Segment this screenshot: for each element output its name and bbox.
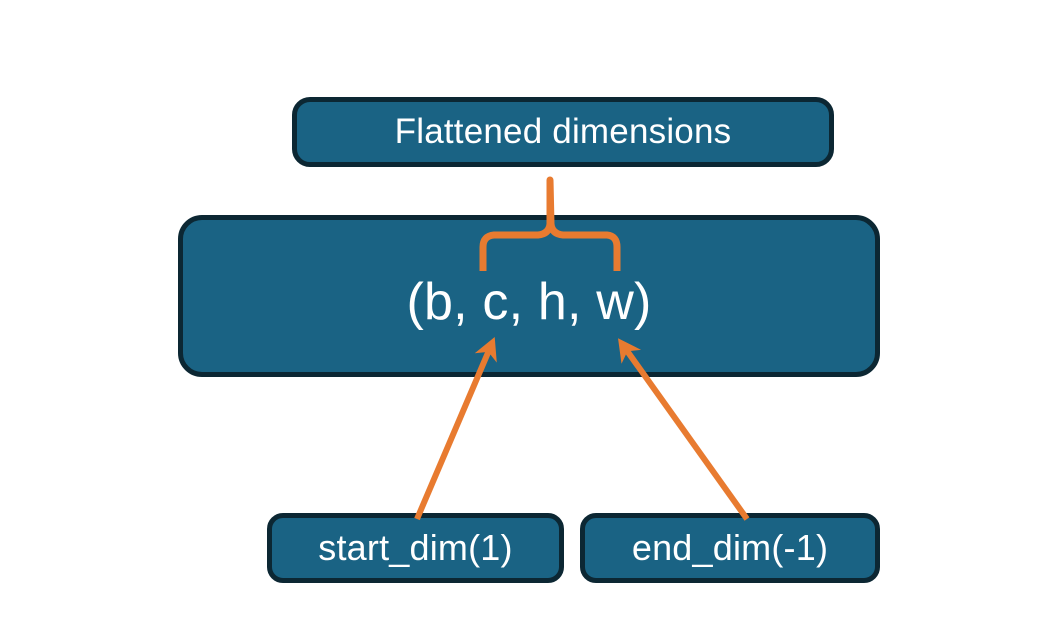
end-dim-label: end_dim(-1) <box>631 527 829 568</box>
start-dim-box[interactable]: start_dim(1) <box>267 513 564 583</box>
tensor-shape-box[interactable]: (b, c, h, w) <box>178 215 880 377</box>
end-dim-box[interactable]: end_dim(-1) <box>580 513 880 583</box>
flattened-dimensions-box[interactable]: Flattened dimensions <box>292 97 834 167</box>
flattened-dimensions-label: Flattened dimensions <box>394 112 732 151</box>
tensor-shape-label: (b, c, h, w) <box>406 273 652 331</box>
start-dim-label: start_dim(1) <box>318 527 513 568</box>
